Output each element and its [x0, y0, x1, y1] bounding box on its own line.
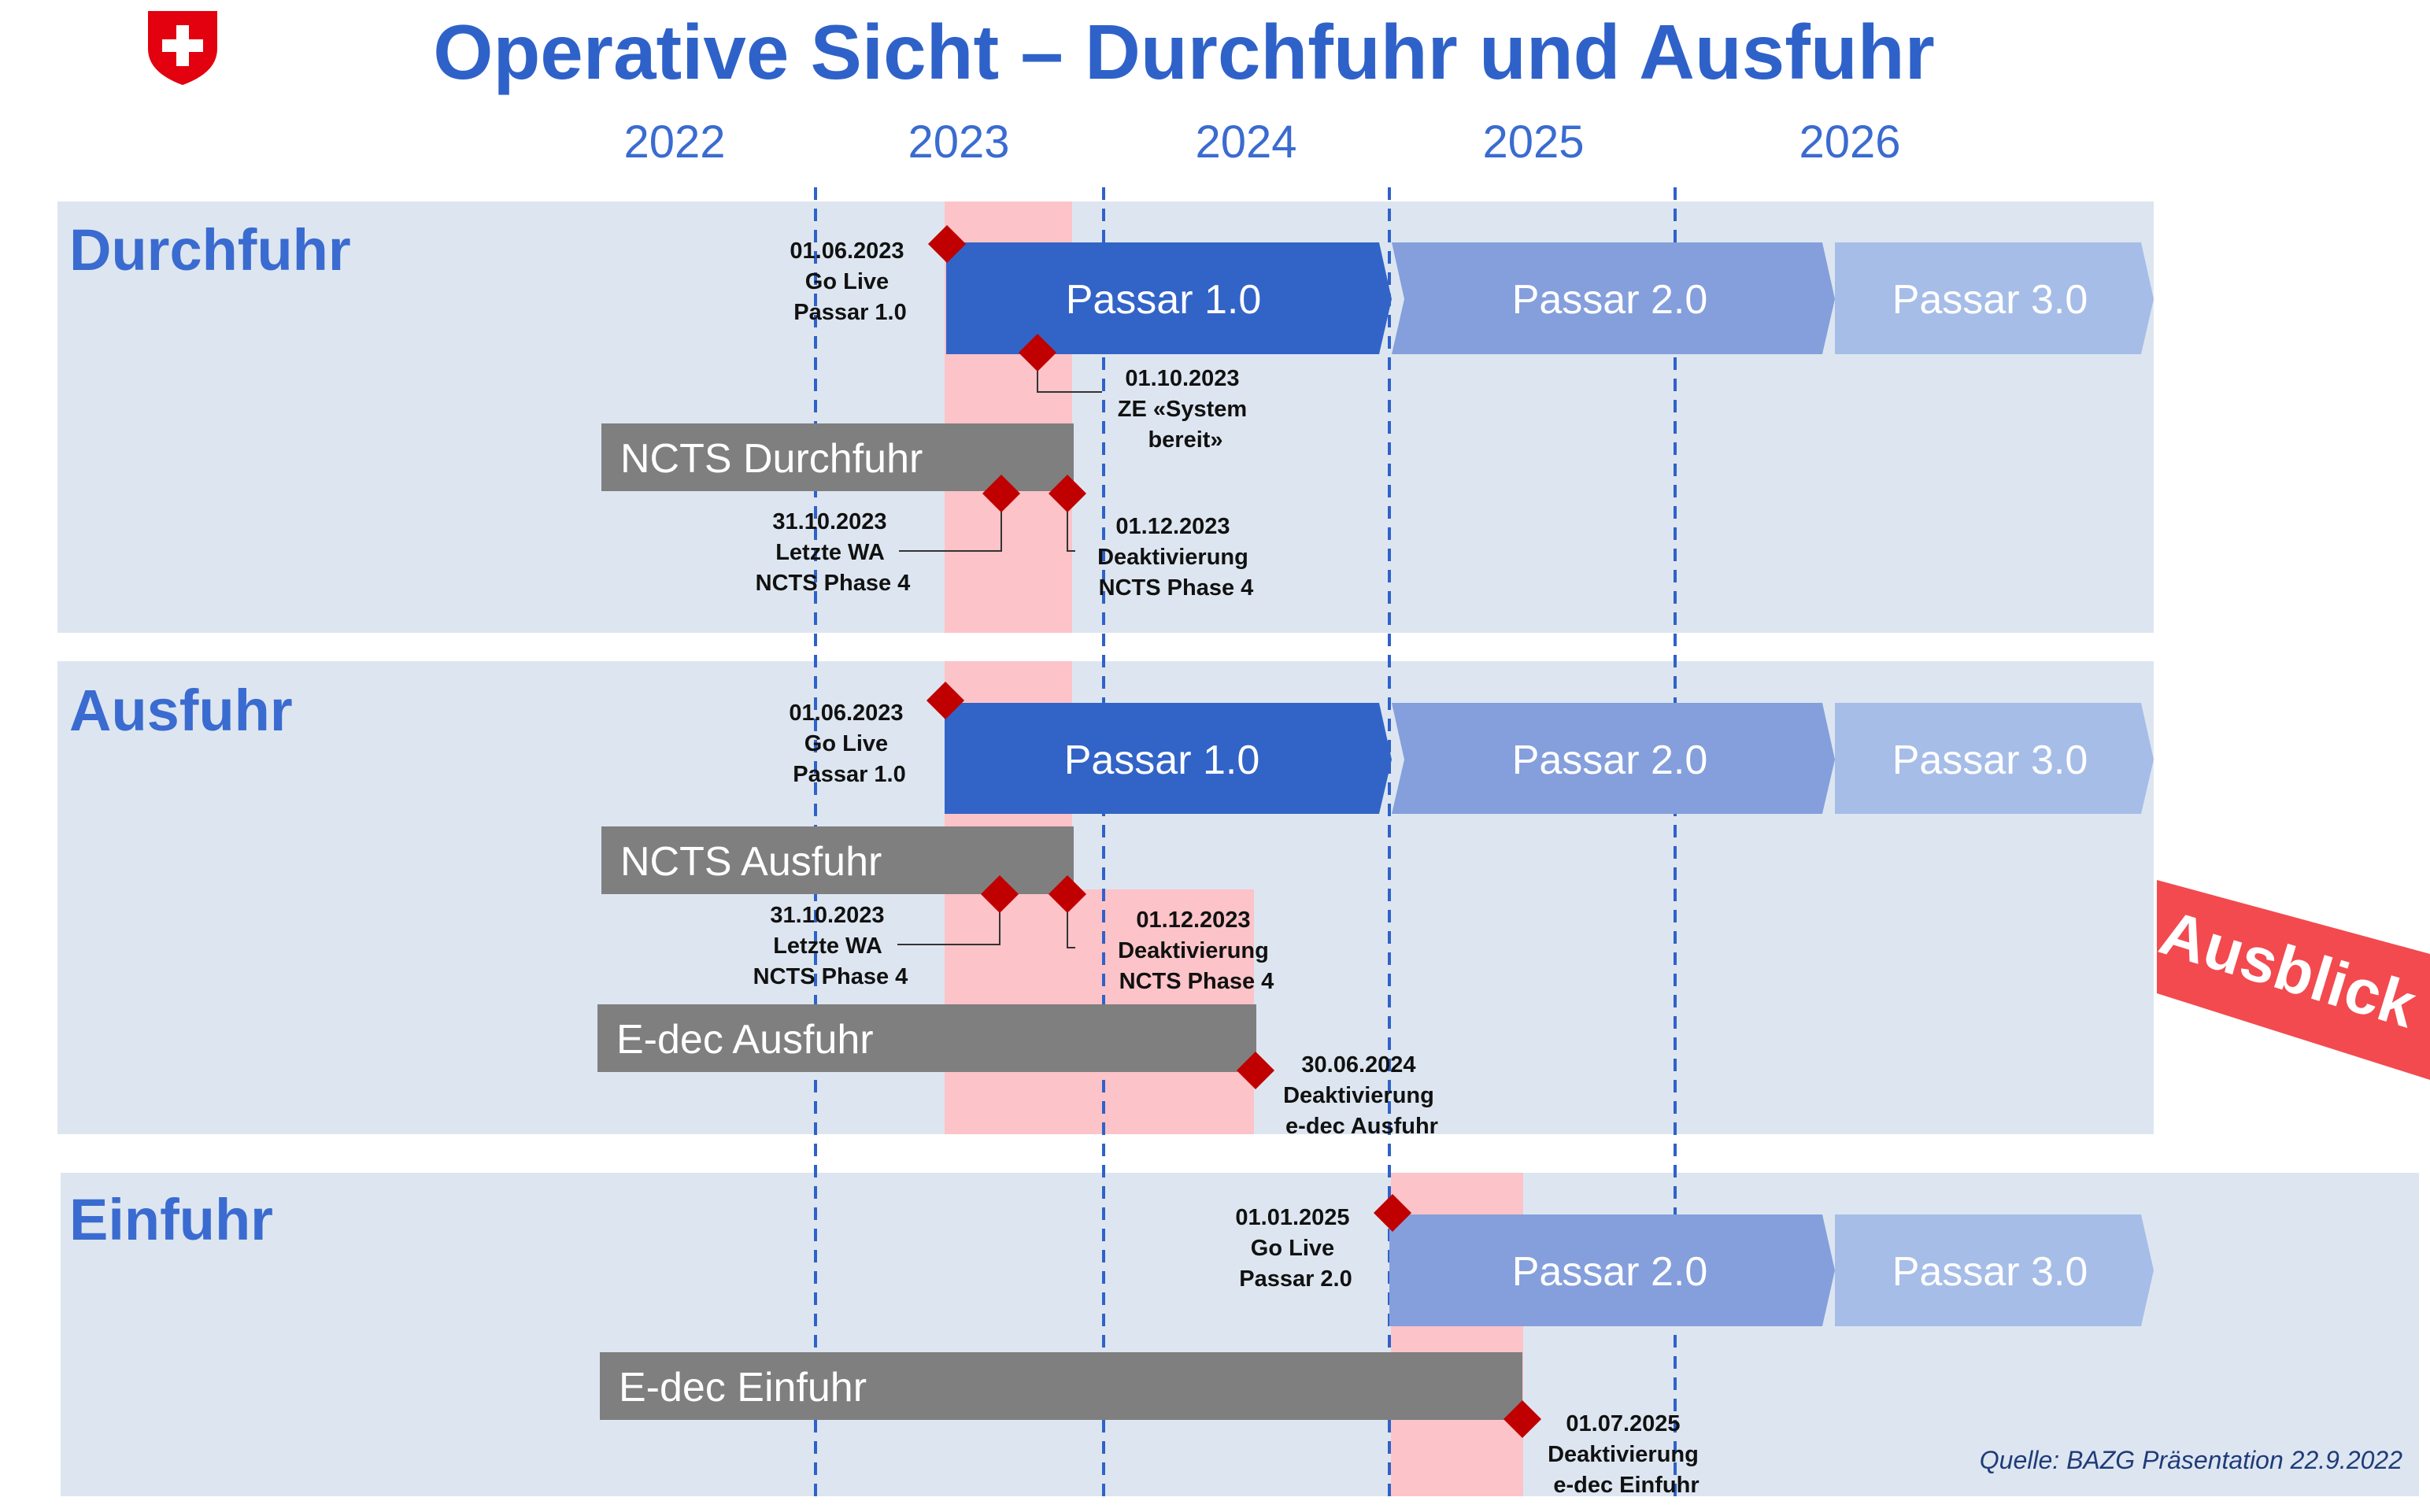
- bar-passar2-einfuhr: [1389, 1214, 1835, 1326]
- page-title: Operative Sicht – Durchfuhr und Ausfuhr: [433, 9, 1935, 95]
- bar-label-passar1-ausfuhr: Passar 1.0: [1064, 738, 1260, 783]
- bar-edec-einfuhr: [600, 1352, 1522, 1420]
- bar-label-passar3-einfuhr: Passar 3.0: [1892, 1249, 2088, 1295]
- bar-passar3-ausfuhr: [1835, 703, 2154, 814]
- milestone-label-einfuhr-golive: 01.01.2025 Go Live Passar 2.0: [1235, 1205, 1356, 1292]
- bar-label-edec-ausfuhr: E-dec Ausfuhr: [616, 1017, 874, 1063]
- bar-label-passar1-durchfuhr: Passar 1.0: [1066, 277, 1262, 323]
- year-label-2024: 2024: [1195, 116, 1296, 168]
- milestone-label-einfuhr-edec-deakt: 01.07.2025 Deaktivierung e-dec Einfuhr: [1548, 1411, 1705, 1498]
- bar-passar2-ausfuhr: [1392, 703, 1835, 814]
- milestone-label-ausfuhr-letzte-wa: 31.10.2023 Letzte WA NCTS Phase 4: [753, 903, 908, 989]
- source-note: Quelle: BAZG Präsentation 22.9.2022: [1980, 1446, 2402, 1474]
- milestone-label-ausfuhr-edec-deakt: 30.06.2024 Deaktivierung e-dec Ausfuhr: [1283, 1052, 1441, 1139]
- ausblick-ribbon: [2157, 880, 2430, 1080]
- panel-title-einfuhr: Einfuhr: [69, 1187, 273, 1252]
- bar-edec-ausfuhr: [597, 1004, 1256, 1072]
- bar-label-passar2-einfuhr: Passar 2.0: [1512, 1249, 1708, 1295]
- milestone-label-durchfuhr-letzte-wa: 31.10.2023 Letzte WA NCTS Phase 4: [756, 509, 911, 596]
- milestone-label-ausfuhr-golive: 01.06.2023 Go Live Passar 1.0: [789, 701, 909, 787]
- milestone-label-durchfuhr-ze: 01.10.2023 ZE «System bereit»: [1118, 366, 1253, 453]
- bar-label-edec-einfuhr: E-dec Einfuhr: [619, 1365, 867, 1410]
- bar-passar3-durchfuhr: [1835, 242, 2154, 354]
- bar-label-ncts-ausfuhr: NCTS Ausfuhr: [620, 839, 882, 885]
- bar-label-passar3-ausfuhr: Passar 3.0: [1892, 738, 2088, 783]
- bar-ncts-durchfuhr: [601, 423, 1074, 491]
- bar-passar1-durchfuhr: [946, 242, 1392, 354]
- bar-passar2-durchfuhr: [1392, 242, 1835, 354]
- bar-label-ncts-durchfuhr: NCTS Durchfuhr: [620, 436, 923, 482]
- milestone-label-durchfuhr-golive: 01.06.2023 Go Live Passar 1.0: [790, 238, 910, 325]
- year-label-2026: 2026: [1799, 116, 1900, 168]
- panel-title-durchfuhr: Durchfuhr: [69, 217, 351, 283]
- bar-label-passar3-durchfuhr: Passar 3.0: [1892, 277, 2088, 323]
- year-label-2025: 2025: [1482, 116, 1584, 168]
- milestone-label-ausfuhr-deakt: 01.12.2023 Deaktivierung NCTS Phase 4: [1118, 908, 1275, 994]
- bar-label-passar2-ausfuhr: Passar 2.0: [1512, 738, 1708, 783]
- year-label-2022: 2022: [623, 116, 725, 168]
- swiss-shield-logo: [148, 11, 217, 85]
- bar-passar3-einfuhr: [1835, 1214, 2154, 1326]
- bar-passar1-ausfuhr: [945, 703, 1392, 814]
- milestone-label-durchfuhr-deakt: 01.12.2023 Deaktivierung NCTS Phase 4: [1097, 514, 1255, 601]
- panel-title-ausfuhr: Ausfuhr: [69, 678, 293, 743]
- year-label-2023: 2023: [908, 116, 1009, 168]
- bar-label-passar2-durchfuhr: Passar 2.0: [1512, 277, 1708, 323]
